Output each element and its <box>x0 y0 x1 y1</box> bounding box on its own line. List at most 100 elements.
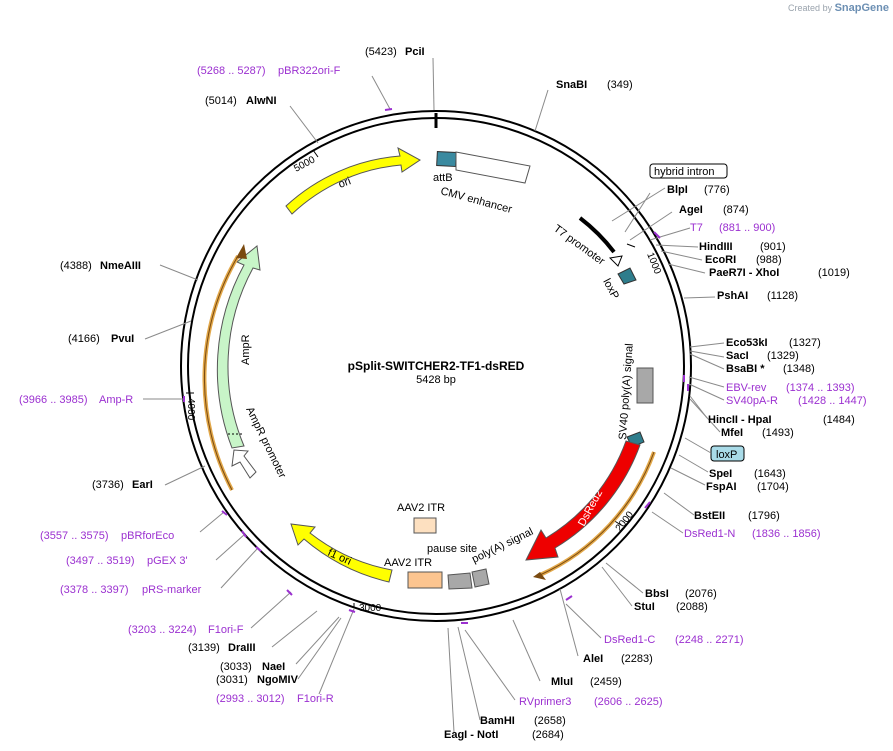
site-saci[interactable]: SacI (1329) <box>726 350 799 362</box>
site-mfei[interactable]: MfeI (1493) <box>721 427 794 439</box>
site-ngomiv[interactable]: (3031) NgoMIV <box>216 674 299 686</box>
sv40-box[interactable] <box>636 367 654 404</box>
attb-label: attB <box>433 172 453 184</box>
t7-promoter-arrow[interactable] <box>578 216 616 254</box>
svg-text:SnaBI: SnaBI <box>556 79 587 91</box>
site-agei[interactable]: AgeI (874) <box>679 204 749 216</box>
site-naei[interactable]: (3033) NaeI <box>220 661 285 673</box>
site-bsteii[interactable]: BstEII (1796) <box>694 510 780 522</box>
primer-amp-r[interactable]: (3966 .. 3985) Amp-R <box>19 394 133 406</box>
hybrid-intron-box[interactable] <box>649 163 728 179</box>
site-nmeaiii[interactable]: (4388) NmeAIII <box>60 260 141 272</box>
svg-text:pBRforEco: pBRforEco <box>121 530 174 542</box>
site-bbsi[interactable]: BbsI (2076) <box>645 588 717 600</box>
attb-box[interactable] <box>436 151 457 168</box>
leader-lines <box>143 57 725 733</box>
site-ecori[interactable]: EcoRI (988) <box>705 254 782 266</box>
sv40-label: SV40 poly(A) signal <box>617 343 636 440</box>
primer-sv40pa-r[interactable]: SV40pA-R (1428 .. 1447) <box>726 395 867 407</box>
dsred2-arrow[interactable] <box>525 440 641 561</box>
loxp-2-label-box[interactable] <box>710 445 745 462</box>
primer-ebv-rev[interactable]: EBV-rev (1374 .. 1393) <box>726 382 855 394</box>
site-bsabi[interactable]: BsaBI * (1348) <box>726 363 815 375</box>
primer-rvprimer3[interactable]: RVprimer3 (2606 .. 2625) <box>519 696 663 708</box>
site-spei[interactable]: SpeI (1643) <box>709 468 786 480</box>
svg-text:BamHI: BamHI <box>480 715 515 727</box>
site-hindiii[interactable]: HindIII (901) <box>699 241 786 253</box>
svg-text:HindIII: HindIII <box>699 241 733 253</box>
svg-text:PvuI: PvuI <box>111 333 134 345</box>
site-xhoi[interactable]: PaeR7I - XhoI (1019) <box>709 267 850 279</box>
ampr-arrow[interactable] <box>216 245 261 449</box>
site-eco53ki[interactable]: Eco53kI (1327) <box>726 337 821 349</box>
svg-text:(2684): (2684) <box>532 729 564 741</box>
primer-pbr322ori-f[interactable]: (5268 .. 5287) pBR322ori-F <box>197 65 341 77</box>
hybrid-intron-label: hybrid intron <box>654 166 715 178</box>
loxp-1-arrow[interactable] <box>617 267 637 285</box>
tick-5000: 5000 <box>292 154 317 174</box>
svg-text:T7: T7 <box>690 222 703 234</box>
cmv-enhancer-box[interactable] <box>455 151 531 184</box>
f1-ori-arrow[interactable] <box>290 523 393 583</box>
aav2-itr-top-box[interactable] <box>413 517 437 534</box>
svg-text:(3497 .. 3519): (3497 .. 3519) <box>66 555 135 567</box>
site-alei[interactable]: AleI (2283) <box>583 653 653 665</box>
site-mlui[interactable]: MluI (2459) <box>551 676 622 688</box>
site-snabi[interactable]: SnaBI (349) <box>556 79 633 91</box>
loxp-1-label: loxP <box>600 277 621 302</box>
svg-text:BsaBI *: BsaBI * <box>726 363 765 375</box>
tick-1000: 1000 <box>644 251 663 276</box>
site-fspai[interactable]: FspAI (1704) <box>706 481 789 493</box>
ampr-promoter-arrow[interactable] <box>231 449 257 479</box>
svg-text:(2606 .. 2625): (2606 .. 2625) <box>594 696 663 708</box>
svg-text:(1643): (1643) <box>754 468 786 480</box>
primer-pbrforeco[interactable]: (3557 .. 3575) pBRforEco <box>40 530 174 542</box>
primer-marks <box>183 108 689 624</box>
primer-f1ori-r[interactable]: (2993 .. 3012) F1ori-R <box>216 693 334 705</box>
plasmid-name: pSplit-SWITCHER2-TF1-dsRED <box>348 359 525 373</box>
aav2-itr-bottom-box[interactable] <box>407 571 443 589</box>
primer-dsred1-c[interactable]: DsRed1-C (2248 .. 2271) <box>604 634 744 646</box>
site-blpi[interactable]: BlpI (776) <box>667 184 730 196</box>
polya-box[interactable] <box>471 568 490 588</box>
site-hpai[interactable]: HincII - HpaI (1484) <box>708 414 855 426</box>
site-eari[interactable]: (3736) EarI <box>92 479 153 491</box>
site-stui[interactable]: StuI (2088) <box>634 601 708 613</box>
site-pcii[interactable]: (5423) PciI <box>365 46 425 58</box>
svg-text:(881 .. 900): (881 .. 900) <box>719 222 775 234</box>
svg-text:pBR322ori-F: pBR322ori-F <box>278 65 341 77</box>
svg-text:PshAI: PshAI <box>717 290 748 302</box>
svg-text:(3033): (3033) <box>220 661 252 673</box>
site-bamhi[interactable]: BamHI (2658) <box>480 715 566 727</box>
ori-arrow[interactable] <box>285 147 421 215</box>
site-alwni[interactable]: (5014) AlwNI <box>205 95 277 107</box>
site-draiii[interactable]: (3139) DraIII <box>188 642 256 654</box>
site-noti[interactable]: EagI - NotI (2684) <box>444 729 564 741</box>
site-pvui[interactable]: (4166) PvuI <box>68 333 134 345</box>
plasmid-backbone <box>180 110 692 622</box>
svg-text:HincII - HpaI: HincII - HpaI <box>708 414 772 426</box>
svg-text:DsRed1-C: DsRed1-C <box>604 634 655 646</box>
svg-text:(1836 .. 1856): (1836 .. 1856) <box>752 528 821 540</box>
svg-text:pRS-marker: pRS-marker <box>142 584 202 596</box>
svg-text:(3139): (3139) <box>188 642 220 654</box>
pause-site-box[interactable] <box>447 572 473 590</box>
tick-4000: 4000 <box>185 398 196 421</box>
primer-dsred1-n[interactable]: DsRed1-N (1836 .. 1856) <box>684 528 821 540</box>
svg-text:(3966 .. 3985): (3966 .. 3985) <box>19 394 88 406</box>
svg-text:(5423): (5423) <box>365 46 397 58</box>
primer-t7[interactable]: T7 (881 .. 900) <box>690 222 775 234</box>
svg-text:(2076): (2076) <box>685 588 717 600</box>
svg-text:(1704): (1704) <box>757 481 789 493</box>
svg-text:DsRed1-N: DsRed1-N <box>684 528 735 540</box>
svg-text:(1374 .. 1393): (1374 .. 1393) <box>786 382 855 394</box>
site-pshai[interactable]: PshAI (1128) <box>717 290 798 302</box>
primer-f1ori-f[interactable]: (3203 .. 3224) F1ori-F <box>128 624 244 636</box>
primer-prs-marker[interactable]: (3378 .. 3397) pRS-marker <box>60 584 202 596</box>
svg-text:(2993 .. 3012): (2993 .. 3012) <box>216 693 285 705</box>
primer-pgex3[interactable]: (3497 .. 3519) pGEX 3' <box>66 555 188 567</box>
svg-text:AleI: AleI <box>583 653 603 665</box>
svg-text:(2459): (2459) <box>590 676 622 688</box>
credit-prefix: Created by <box>788 3 833 13</box>
snapgene-credit: Created by SnapGene <box>788 2 889 14</box>
